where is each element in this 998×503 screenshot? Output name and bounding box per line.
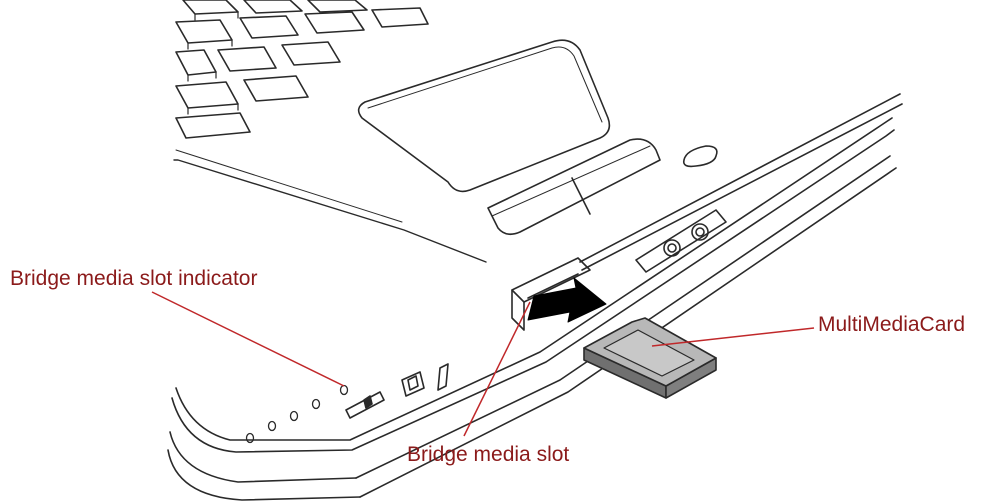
- touchpad-buttons: [487, 138, 661, 236]
- indicator-lights: [245, 384, 349, 444]
- multimediacard: [583, 317, 717, 399]
- power-indicator-oval: [682, 145, 718, 168]
- touchpad: [357, 39, 611, 193]
- keyboard-keys: [175, 0, 429, 139]
- front-edge: [175, 117, 893, 441]
- label-bridge-media-slot: Bridge media slot: [407, 443, 570, 466]
- indicator-leader-line: [151, 291, 345, 387]
- arrow-right-icon: [527, 277, 607, 323]
- slot-leader-line: [463, 301, 531, 437]
- bridge-media-slot-opening: [511, 257, 591, 331]
- callout-leader-lines: [151, 291, 815, 437]
- audio-jacks: [635, 209, 727, 273]
- label-multimediacard: MultiMediaCard: [818, 313, 966, 336]
- front-controls: [345, 363, 449, 419]
- card-leader-line: [651, 327, 815, 347]
- label-bridge-media-slot-indicator: Bridge media slot indicator: [10, 267, 258, 290]
